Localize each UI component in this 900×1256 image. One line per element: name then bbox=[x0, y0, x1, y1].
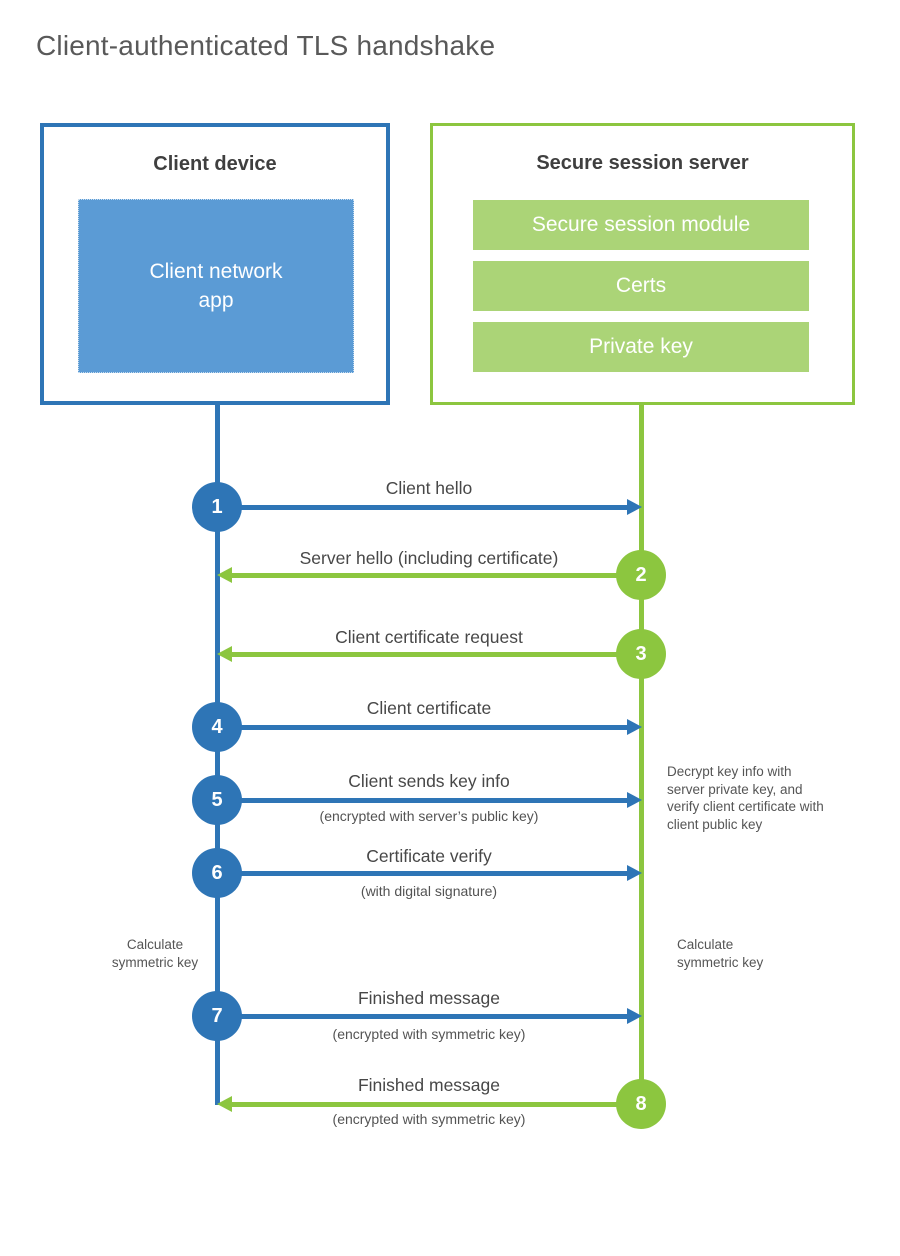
step-5-circle: 5 bbox=[192, 775, 242, 825]
step-6-circle: 6 bbox=[192, 848, 242, 898]
decrypt-key-note: Decrypt key info with server private key… bbox=[667, 764, 824, 832]
server-lifeline bbox=[639, 404, 644, 1105]
page-title: Client-authenticated TLS handshake bbox=[36, 30, 496, 61]
step-8-circle: 8 bbox=[616, 1079, 666, 1129]
calculate-symmetric-key-left: Calculate symmetric key bbox=[111, 937, 199, 970]
step-7-arrowhead-icon bbox=[627, 1008, 642, 1024]
step-3-circle: 3 bbox=[616, 629, 666, 679]
client-lifeline bbox=[215, 404, 220, 1105]
step-7-circle: 7 bbox=[192, 991, 242, 1041]
step-2-arrow bbox=[228, 573, 618, 578]
step-2-label: Server hello (including certificate) bbox=[299, 548, 559, 568]
step-5-arrowhead-icon bbox=[627, 792, 642, 808]
client-network-app-label: Client network app bbox=[149, 259, 283, 312]
step-5-label: Client sends key info bbox=[348, 771, 510, 791]
step-2-arrowhead-icon bbox=[217, 567, 232, 583]
server-module-secure-session: Secure session module bbox=[473, 200, 809, 250]
step-4-arrow bbox=[230, 725, 630, 730]
step-4-label: Client certificate bbox=[366, 698, 492, 718]
server-module-private-key: Private key bbox=[473, 322, 809, 372]
step-1-circle: 1 bbox=[192, 482, 242, 532]
calculate-symmetric-key-right: Calculate symmetric key bbox=[677, 937, 764, 970]
step-3-arrowhead-icon bbox=[217, 646, 232, 662]
step-3-label: Client certificate request bbox=[335, 627, 523, 647]
server-title: Secure session server bbox=[536, 152, 749, 174]
server-box: Secure session server Secure session mod… bbox=[430, 123, 855, 405]
step-1-label: Client hello bbox=[385, 478, 473, 498]
client-network-app-box: Client network app bbox=[78, 199, 354, 373]
step-6-arrow bbox=[230, 871, 630, 876]
step-8-arrowhead-icon bbox=[217, 1096, 232, 1112]
client-device-title: Client device bbox=[153, 153, 277, 175]
step-7-sublabel: (encrypted with symmetric key) bbox=[332, 1026, 526, 1042]
step-5-arrow bbox=[230, 798, 630, 803]
step-2-circle: 2 bbox=[616, 550, 666, 600]
step-4-arrowhead-icon bbox=[627, 719, 642, 735]
step-7-arrow bbox=[230, 1014, 630, 1019]
step-5-sublabel: (encrypted with server’s public key) bbox=[319, 808, 539, 824]
server-module-certs: Certs bbox=[473, 261, 809, 311]
client-device-box: Client device Client network app bbox=[40, 123, 390, 405]
step-8-sublabel: (encrypted with symmetric key) bbox=[332, 1111, 526, 1127]
step-6-arrowhead-icon bbox=[627, 865, 642, 881]
step-7-label: Finished message bbox=[357, 988, 501, 1008]
step-6-sublabel: (with digital signature) bbox=[360, 883, 498, 899]
step-1-arrow bbox=[230, 505, 630, 510]
step-4-circle: 4 bbox=[192, 702, 242, 752]
step-8-arrow bbox=[228, 1102, 618, 1107]
step-6-label: Certificate verify bbox=[366, 846, 492, 866]
step-1-arrowhead-icon bbox=[627, 499, 642, 515]
step-3-arrow bbox=[228, 652, 618, 657]
step-8-label: Finished message bbox=[357, 1075, 501, 1095]
